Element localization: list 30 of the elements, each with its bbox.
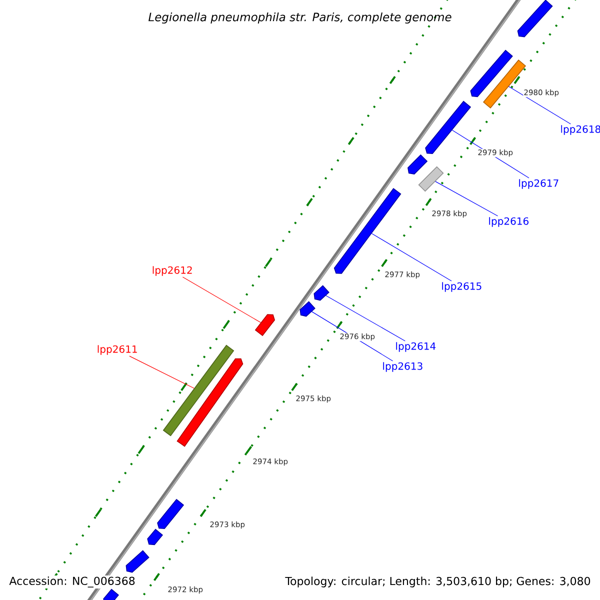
gene-bar [470,50,513,98]
gene-label: lpp2613 [383,362,422,372]
gene-bar [300,301,316,317]
leader-line [326,295,406,342]
gene-bar [162,344,234,436]
gene-bar [425,100,472,154]
gene-label: lpp2617 [519,179,558,189]
leader-line [371,233,452,282]
leader-line [435,181,498,216]
gene-label: lpp2618 [561,125,600,135]
leader-line [508,86,571,124]
gene-bar [126,550,150,573]
gene-bar [314,285,330,301]
gene-label: lpp2615 [442,282,482,292]
gene-bar [517,0,553,38]
gene-bar [176,358,244,447]
gene-bar [418,166,444,192]
footer-text: Accession: NC_006368 [8,576,136,588]
title: Legionella pneumophila str. Paris, complete genome [148,12,452,24]
gene-bar [408,154,428,174]
gene-bar [147,528,163,546]
gene-bar [157,498,184,530]
leader-line [182,276,262,323]
gene-label: lpp2612 [152,266,192,276]
gene-label: lpp2611 [98,345,137,355]
leader-line [129,356,194,389]
gene-label: lpp2614 [396,342,436,352]
footer-text: Topology: circular; Length: 3,503,610 bp; Genes: 3,080 [284,576,592,588]
gene-bar [103,588,119,600]
gene-label: lpp2616 [489,217,528,227]
